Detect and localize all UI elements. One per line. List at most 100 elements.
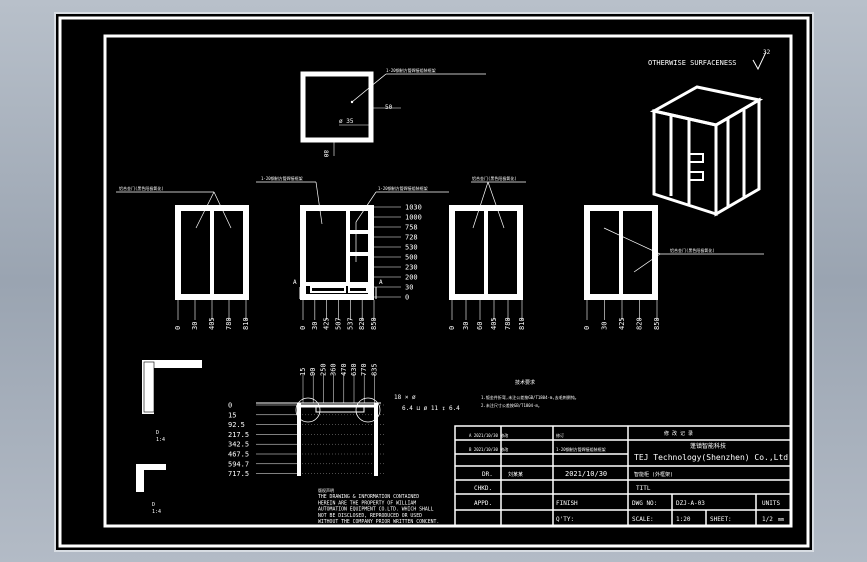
tech-line-1: 1.钣金件折弯,未注公差按GB/T1804-m,去毛刺倒钝。 <box>481 394 579 400</box>
inner-frame <box>103 34 793 528</box>
bdims3-val-4: 780 <box>504 317 512 330</box>
dwg-number: DZJ-A-03 <box>676 500 705 507</box>
plan-top-dim-4: 470 <box>340 363 348 376</box>
right-dim-9: 0 <box>405 294 409 302</box>
plan-left-dim-0: 0 <box>228 402 232 410</box>
bdims4-val-3: 820 <box>636 317 644 330</box>
detail-label-2: D <box>152 502 155 508</box>
plan-view <box>256 397 381 476</box>
outer-frame <box>58 16 810 548</box>
bdims3-val-1: 30 <box>462 322 470 330</box>
revision-header: 修 改 记 录 <box>664 430 693 437</box>
bdims3-val-0: 0 <box>448 326 456 330</box>
plan-left-dim-7: 717.5 <box>228 470 249 478</box>
bdims1-val-1: 30 <box>191 322 199 330</box>
detail-label-1: D <box>156 430 159 436</box>
plan-top-dim-5: 630 <box>350 363 358 376</box>
right-dim-4: 530 <box>405 244 418 252</box>
plan-left-dim-4: 342.5 <box>228 441 249 449</box>
bdims2-val-2: 425 <box>323 317 331 330</box>
bottom-dims-view4: 0 30 425 820 850 <box>583 300 661 330</box>
callout-2: 1-20钢制方管焊接框架 <box>261 175 303 181</box>
sheet-value: 1/2 <box>762 516 773 523</box>
dr-name: 刘某某 <box>508 471 523 478</box>
plan-left-dim-2: 92.5 <box>228 421 245 429</box>
front-view-1 <box>116 191 249 300</box>
plan-top-dim-3: 360 <box>330 363 338 376</box>
bdims3-val-2: 60 <box>476 322 484 330</box>
top-view: 1-20钢制方管焊接组装框架 50 ø 35 80 <box>300 67 486 158</box>
chkd-label: CHKD. <box>474 485 492 492</box>
sheet-label: SHEET: <box>710 516 732 523</box>
callout-5: 铝合金门(黑色阳极氧化) <box>670 247 715 253</box>
scale-value: 1:20 <box>676 516 691 523</box>
company-en: TEJ Technology(Shenzhen) Co.,Ltd <box>634 453 788 462</box>
plan-left-dim-6: 594.7 <box>228 460 249 468</box>
plan-top-dim-1: 90 <box>309 368 317 376</box>
date: 2021/10/30 <box>565 470 607 478</box>
bdims4-val-0: 0 <box>583 326 591 330</box>
roughness-symbol <box>752 51 767 71</box>
section-mark-right: A <box>379 279 383 286</box>
plan-left-dim-5: 467.5 <box>228 451 249 459</box>
right-dim-1: 1000 <box>405 214 422 222</box>
dwg-label: DWG NO: <box>632 500 657 507</box>
bdims1-val-4: 810 <box>242 317 250 330</box>
bdims2-val-6: 850 <box>370 317 378 330</box>
bdims1-val-2: 405 <box>208 317 216 330</box>
tech-title: 技术要求 <box>515 379 535 386</box>
detail-profile-small: D 1:4 <box>136 464 166 515</box>
right-dim-8: 30 <box>405 284 413 292</box>
bdims1-val-3: 780 <box>225 317 233 330</box>
bdims1-val-0: 0 <box>174 326 182 330</box>
front-view-4 <box>584 205 764 300</box>
bdims4-val-2: 425 <box>618 317 626 330</box>
surface-value: 32 <box>763 49 771 56</box>
copyright-line-0: THE DRAWING & INFORMATION CONTAINED <box>318 494 419 500</box>
hole-note-1: 18 × ø <box>394 394 416 401</box>
units-label: UNITS <box>762 500 780 507</box>
scale-label: SCALE: <box>632 516 654 523</box>
rev-note-1: 修订 <box>556 432 564 438</box>
plan-top-dim-7: 835 <box>370 363 378 376</box>
bdims4-val-1: 30 <box>601 322 609 330</box>
dim-50: 50 <box>385 104 393 111</box>
front-view-3 <box>449 181 526 300</box>
plan-top-dim-2: 250 <box>319 363 327 376</box>
rev-row-1: A 2021/10/30 修改 <box>469 432 508 438</box>
dim-80: 80 <box>322 150 329 158</box>
rev-note-2: 1-20钢制方管焊接组装框架 <box>556 446 606 452</box>
right-dim-3: 728 <box>405 234 418 242</box>
bdims2-val-0: 0 <box>299 326 307 330</box>
bdims4-val-4: 850 <box>653 317 661 330</box>
copyright-line-1: HEREIN ARE THE PROPERTY OF WILLIAM <box>318 500 416 506</box>
part-title-cn: 智能柜 (外框架) <box>634 471 673 478</box>
copyright-line-3: NOT BE DISCLOSED, REPRODUCED OR USED <box>318 513 422 519</box>
plan-left-dim-3: 217.5 <box>228 431 249 439</box>
copyright-title: 版权声明 <box>318 487 334 493</box>
surface-note: OTHERWISE SURFACENESS <box>648 59 737 67</box>
plan-left-dim-1: 15 <box>228 411 236 419</box>
appd-label: APPD. <box>474 500 492 507</box>
rev-row-2: B 2021/10/30 修改 <box>469 446 508 452</box>
tech-line-2: 2.未注尺寸公差按GB/T1804-m。 <box>481 402 542 408</box>
bdims3-val-3: 405 <box>490 317 498 330</box>
isometric-view <box>649 85 764 217</box>
bottom-dims-view1: 0 30 405 780 810 <box>174 300 250 330</box>
front-view-2 <box>256 181 449 300</box>
title-block <box>454 425 792 527</box>
section-mark-left: A <box>293 279 297 286</box>
right-dim-2: 758 <box>405 224 418 232</box>
bdims2-val-1: 30 <box>311 322 319 330</box>
finish-label: FINISH <box>556 500 578 507</box>
title-label: TITL <box>636 485 651 492</box>
detail-scale-1: 1:4 <box>156 437 165 443</box>
qty-label: Q'TY: <box>556 516 574 523</box>
plan-top-dim-0: 15 <box>299 368 307 376</box>
dr-label: DR. <box>482 471 493 478</box>
